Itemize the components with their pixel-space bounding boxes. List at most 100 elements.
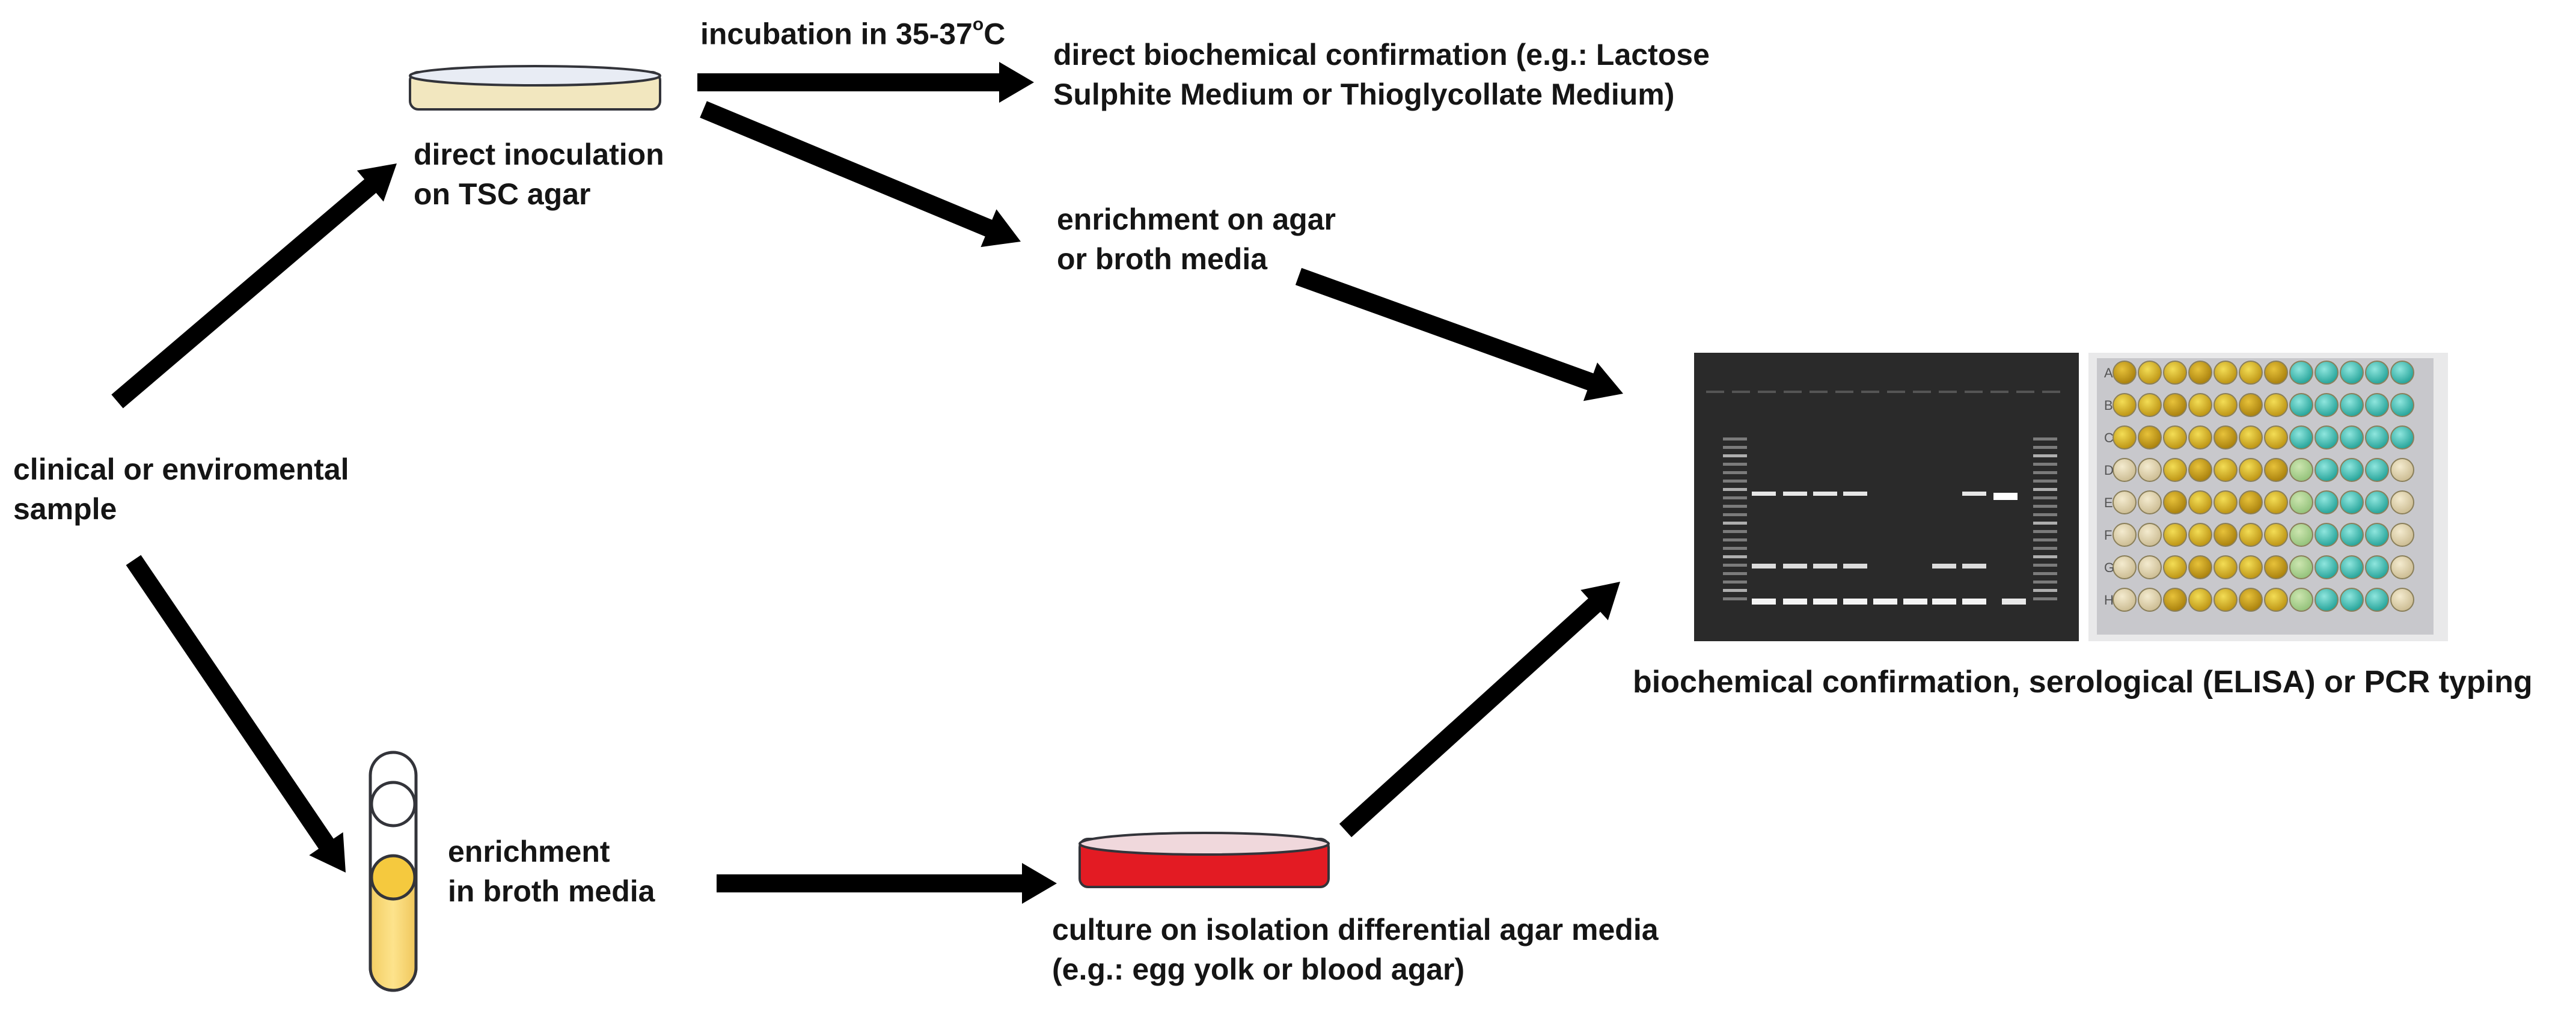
- gel-ladder-band: [2033, 488, 2057, 491]
- gel-ladder-band: [1723, 471, 1747, 474]
- elisa-well: [2138, 425, 2162, 450]
- elisa-row-label: A: [2104, 365, 2113, 380]
- elisa-well: [2163, 588, 2187, 612]
- gel-band: [1903, 599, 1927, 605]
- elisa-well: [2188, 588, 2212, 612]
- elisa-well: [2365, 523, 2389, 547]
- elisa-well: [2113, 458, 2137, 482]
- elisa-well: [2213, 458, 2238, 482]
- elisa-well: [2163, 425, 2187, 450]
- label-sample: clinical or enviromental sample: [13, 453, 349, 526]
- gel-band: [1843, 564, 1867, 568]
- elisa-well: [2188, 458, 2212, 482]
- elisa-well: [2314, 425, 2339, 450]
- elisa-well: [2163, 523, 2187, 547]
- elisa-well: [2188, 425, 2212, 450]
- elisa-well: [2239, 361, 2263, 385]
- elisa-well: [2113, 523, 2137, 547]
- elisa-well: [2289, 555, 2313, 579]
- elisa-well: [2340, 361, 2364, 385]
- elisa-well: [2188, 555, 2212, 579]
- elisa-well: [2113, 393, 2137, 417]
- elisa-well: [2163, 458, 2187, 482]
- elisa-well: [2213, 393, 2238, 417]
- elisa-well: [2289, 458, 2313, 482]
- arrow-culture-to-analysis: [1339, 582, 1620, 838]
- gel-ladder-band: [1723, 454, 1747, 457]
- gel-well: [1732, 391, 1750, 393]
- gel-ladder-band: [1723, 480, 1747, 483]
- elisa-well: [2213, 361, 2238, 385]
- elisa-well: [2390, 425, 2414, 450]
- elisa-well: [2264, 361, 2288, 385]
- elisa-row-label: F: [2104, 528, 2112, 543]
- elisa-well: [2239, 425, 2263, 450]
- elisa-well: [2264, 523, 2288, 547]
- elisa-well: [2264, 425, 2288, 450]
- elisa-well: [2314, 523, 2339, 547]
- gel-ladder-band: [1723, 496, 1747, 499]
- gel-ladder-band: [2033, 522, 2057, 525]
- gel-ladder-band: [1723, 538, 1747, 541]
- gel-ladder-band: [1723, 564, 1747, 567]
- gel-well: [1939, 391, 1957, 393]
- elisa-well: [2264, 555, 2288, 579]
- elisa-well: [2163, 555, 2187, 579]
- gel-well: [1990, 391, 2008, 393]
- gel-ladder-band: [2033, 564, 2057, 567]
- arrows: [111, 62, 1623, 904]
- gel-band: [1962, 492, 1986, 496]
- pcr-gel-image: [1694, 353, 2079, 641]
- gel-ladder-band: [1723, 522, 1747, 525]
- gel-ladder-band: [1723, 437, 1747, 440]
- gel-band: [1783, 564, 1807, 568]
- label-culture-isolation: culture on isolation differential agar m…: [1052, 913, 1659, 986]
- elisa-well: [2213, 588, 2238, 612]
- elisa-well: [2314, 555, 2339, 579]
- arrow-plate-to-enrichment-agar: [700, 101, 1021, 248]
- elisa-well: [2365, 361, 2389, 385]
- elisa-row-label: D: [2104, 463, 2114, 478]
- elisa-well: [2213, 490, 2238, 514]
- elisa-well: [2163, 490, 2187, 514]
- gel-ladder-band: [2033, 446, 2057, 449]
- gel-ladder-band: [2033, 471, 2057, 474]
- gel-well: [2016, 391, 2034, 393]
- gel-ladder-band: [2033, 581, 2057, 584]
- gel-ladder-band: [1723, 589, 1747, 592]
- broth-tube-icon: [369, 751, 418, 992]
- elisa-well: [2314, 490, 2339, 514]
- elisa-well: [2365, 555, 2389, 579]
- gel-ladder-band: [2033, 538, 2057, 541]
- gel-ladder-band: [1723, 547, 1747, 550]
- elisa-well: [2340, 555, 2364, 579]
- gel-ladder-band: [2033, 505, 2057, 508]
- arrow-incubation: [697, 62, 1034, 103]
- elisa-well: [2289, 523, 2313, 547]
- elisa-row-label: B: [2104, 398, 2113, 413]
- arrow-broth-to-culture: [717, 863, 1057, 904]
- gel-ladder-band: [2033, 572, 2057, 575]
- label-incubation: incubation in 35-37oC: [700, 14, 1006, 51]
- gel-well: [1810, 391, 1828, 393]
- gel-band: [2002, 599, 2026, 605]
- elisa-well: [2138, 555, 2162, 579]
- gel-ladder-band: [1723, 572, 1747, 575]
- gel-band: [1843, 492, 1867, 496]
- gel-ladder-band: [1723, 505, 1747, 508]
- gel-band: [1813, 599, 1837, 605]
- elisa-well: [2188, 361, 2212, 385]
- elisa-well: [2390, 523, 2414, 547]
- elisa-well: [2213, 425, 2238, 450]
- gel-ladder-band: [1723, 463, 1747, 466]
- gel-well: [1965, 391, 1983, 393]
- gel-band: [1783, 599, 1807, 605]
- gel-ladder-band: [1723, 597, 1747, 600]
- gel-ladder-band: [2033, 437, 2057, 440]
- elisa-well: [2113, 425, 2137, 450]
- gel-ladder-band: [2033, 513, 2057, 516]
- elisa-well: [2289, 393, 2313, 417]
- gel-ladder-band: [1723, 555, 1747, 558]
- elisa-well: [2365, 490, 2389, 514]
